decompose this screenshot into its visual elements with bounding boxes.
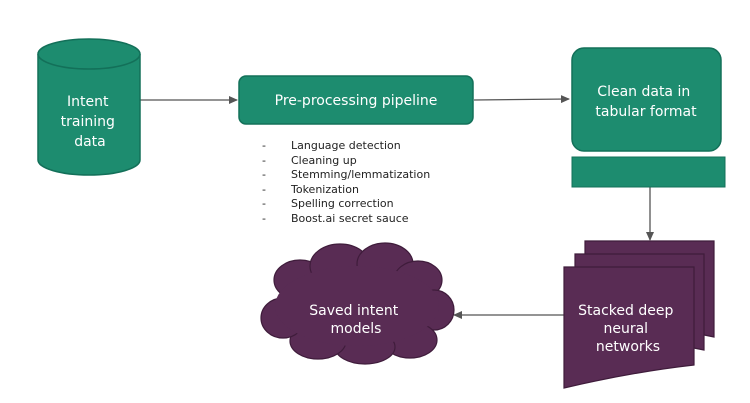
preprocessing-step: Cleaning up	[262, 154, 430, 169]
stacked-networks-label: Stacked deep neural networks	[578, 303, 678, 355]
preprocessing-step: Boost.ai secret sauce	[262, 212, 430, 227]
preprocessing-step: Spelling correction	[262, 197, 430, 212]
clean-data-box	[571, 47, 722, 152]
preprocessing-step: Stemming/lemmatization	[262, 168, 430, 183]
intent-training-data-node: Intent training data	[37, 38, 141, 176]
intent-training-data-label: Intent training data	[61, 94, 120, 150]
clean-data-table-bar	[571, 156, 726, 188]
cylinder-body	[37, 54, 141, 176]
preprocessing-step: Language detection	[262, 139, 430, 154]
document-front	[563, 266, 695, 389]
preprocessing-pipeline-box	[238, 75, 474, 125]
preprocessing-pipeline-node: Pre-processing pipeline	[238, 75, 474, 125]
preprocessing-pipeline-label: Pre-processing pipeline	[275, 93, 438, 109]
saved-models-label: Saved intent models	[309, 303, 402, 337]
cylinder-top	[37, 38, 141, 70]
preprocessing-step: Tokenization	[262, 183, 430, 198]
clean-data-label: Clean data in tabular format	[595, 84, 697, 120]
preprocessing-steps-list: Language detection Cleaning up Stemming/…	[262, 139, 430, 227]
clean-data-node: Clean data in tabular format	[571, 47, 726, 188]
cloud-core	[275, 266, 439, 346]
saved-models-node: Saved intent models	[260, 242, 455, 365]
arrow-pipeline-to-clean-data	[473, 95, 570, 104]
stacked-networks-node: Stacked deep neural networks	[563, 240, 715, 389]
